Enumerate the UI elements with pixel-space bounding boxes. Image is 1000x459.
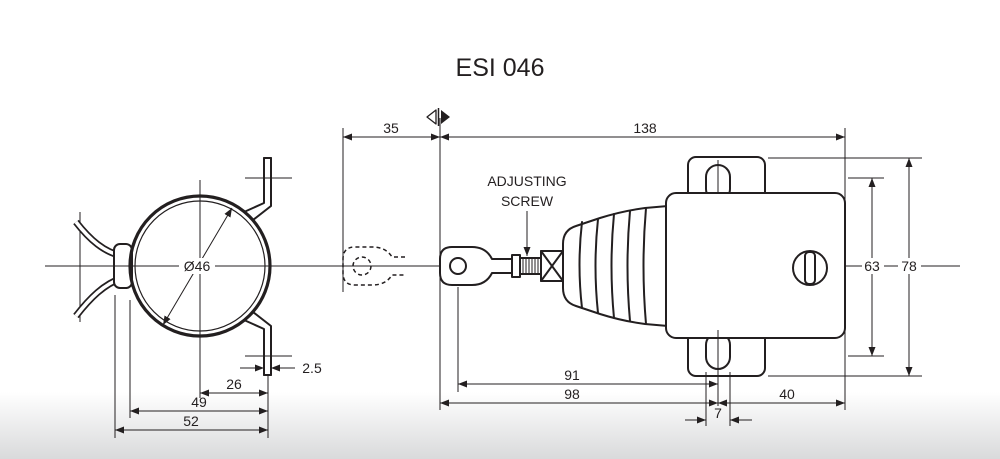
connector-key: [804, 251, 816, 285]
bellows-rib: [626, 210, 631, 322]
bracket-bottom-tab-outer: [252, 311, 272, 376]
callout-adjusting-line1: ADJUSTING: [487, 173, 566, 189]
direction-right-filled-triangle: [441, 110, 450, 124]
bellows-rib: [594, 218, 599, 314]
dim-63-label: 63: [864, 258, 880, 274]
dim-52-label: 52: [183, 413, 199, 429]
bellows-rib: [578, 221, 583, 309]
plunger-eyelet: [439, 246, 512, 286]
bracket-bottom-tab-inner: [243, 319, 265, 376]
footer-gradient: [0, 392, 1000, 459]
adjusting-screw-hex: [511, 254, 521, 278]
dim-49-label: 49: [191, 394, 207, 410]
diameter-label-background: [179, 258, 215, 274]
plunger-eyelet-hole: [449, 257, 467, 275]
dim-138-label: 138: [633, 120, 657, 136]
adjusting-nut-cross-b: [540, 250, 564, 282]
dim-7-label: 7: [714, 405, 722, 421]
solenoid-side-view: [439, 156, 846, 377]
extended-eyelet-hole: [352, 256, 372, 276]
dim-2-5-label: 2.5: [302, 360, 322, 376]
dim-91-label: 91: [564, 367, 580, 383]
dim-35-label: 35: [383, 120, 399, 136]
dim-98-label: 98: [564, 386, 580, 402]
bellows-rib: [610, 213, 615, 319]
dim-78-label-background: [899, 258, 919, 274]
bellows-rib: [642, 207, 647, 325]
dim-78-label: 78: [901, 258, 917, 274]
adjusting-screw-callout: ADJUSTING SCREW: [487, 173, 567, 256]
direction-left-outline-triangle: [426, 109, 437, 125]
solenoid-body: [665, 192, 846, 339]
bracket-top-tab-inner: [243, 157, 265, 213]
diameter-label: Ø46: [184, 258, 211, 274]
length-dimensions: 91 98 40 7: [440, 287, 845, 426]
height-dimensions: 63 78: [768, 157, 960, 377]
drawing-title: ESI 046: [456, 54, 545, 82]
dim-40-label: 40: [779, 386, 795, 402]
bracket-top-tab-outer: [252, 157, 272, 221]
dim-63-label-background: [862, 258, 882, 274]
end-view-dimensions: 2.5 26 49 52: [114, 295, 322, 438]
stroke-direction-marker: [426, 108, 450, 126]
dim-26-label: 26: [226, 376, 242, 392]
callout-adjusting-line2: SCREW: [501, 193, 554, 209]
